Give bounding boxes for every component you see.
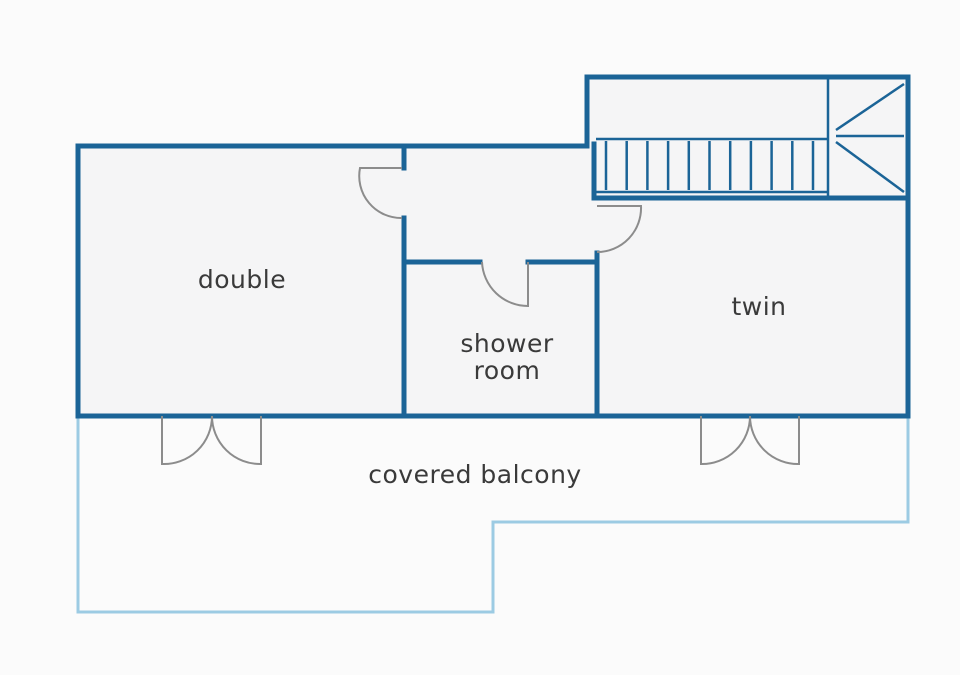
outer-wall	[75, 74, 911, 419]
twin-room-label: twin	[699, 293, 819, 320]
double-room-area	[78, 146, 405, 416]
double-room-door	[358, 167, 403, 220]
twin-balcony-door-left	[700, 415, 751, 466]
balcony-text: covered balcony	[368, 460, 582, 489]
twin-balcony-door-right	[749, 415, 800, 466]
shower-room-text-line2: room	[473, 356, 541, 385]
doors	[161, 167, 800, 466]
twin-room-text: twin	[731, 292, 787, 321]
shower-room-text-line1: shower	[460, 329, 554, 358]
shower-room-area	[405, 262, 595, 416]
shower-room-label: shower room	[437, 330, 577, 384]
double-room-text: double	[197, 265, 287, 294]
double-balcony-door-right	[211, 415, 262, 466]
double-balcony-door-left	[161, 415, 214, 466]
stair-winder-1	[835, 82, 905, 132]
hallway-area	[405, 146, 595, 262]
staircase	[596, 79, 905, 196]
double-room-label: double	[172, 266, 312, 293]
walls	[75, 74, 911, 419]
stair-winder-3	[835, 140, 905, 194]
balcony-outline	[76, 418, 910, 614]
twin-room-door	[596, 205, 643, 254]
shower-room-door	[481, 261, 529, 308]
stair-treads	[604, 141, 815, 190]
twin-room-area	[595, 196, 908, 416]
room-fills	[78, 77, 908, 416]
balcony-label: covered balcony	[345, 461, 605, 488]
